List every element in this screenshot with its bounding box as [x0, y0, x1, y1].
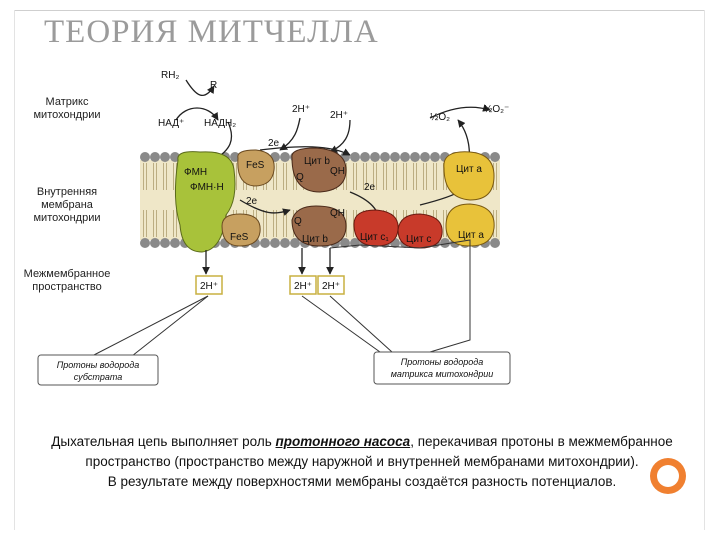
label-q-top: Q — [296, 172, 304, 183]
label-nad-plus: НАД⁺ — [158, 118, 184, 129]
proton-box-3: 2H⁺ — [322, 281, 340, 292]
complex-cyt-b-top — [291, 147, 347, 193]
caption-line2: В результате между поверхностями мембран… — [107, 474, 617, 489]
complex-fmn — [174, 151, 236, 253]
lipid-head — [140, 152, 150, 162]
leader-lines — [91, 239, 471, 357]
caption-line1-pre: Дыхательная цепь выполняет роль — [51, 434, 276, 449]
label-half-o2-minus: ½O₂⁻ — [484, 104, 509, 115]
label-fes-bottom: FeS — [230, 232, 249, 243]
label-fes-top: FeS — [246, 160, 265, 171]
complex-cyt-c — [397, 213, 443, 249]
note-matrix-line1: Протоны водорода — [401, 357, 484, 367]
label-fmn: ФМН — [184, 167, 207, 178]
proton-down-arrows — [202, 248, 334, 275]
lipid-head — [490, 152, 500, 162]
label-rh2: RH₂ — [161, 70, 179, 81]
lipid-head — [140, 238, 150, 248]
proton-box-2: 2H⁺ — [294, 281, 312, 292]
label-2h-mid: 2H⁺ — [330, 110, 348, 121]
label-2e-top: 2e — [268, 138, 280, 149]
lipid-head — [370, 152, 380, 162]
slide-frame-right — [704, 10, 705, 530]
slide-title: ТЕОРИЯ МИТЧЕЛЛА — [44, 14, 379, 50]
label-2e-left: 2e — [246, 196, 258, 207]
slide-frame-top — [14, 10, 704, 11]
label-cyt-a3: Цит a — [458, 230, 484, 241]
lipid-head — [270, 238, 280, 248]
caption: Дыхательная цепь выполняет роль протонно… — [42, 432, 682, 492]
complex-cyt-a3 — [445, 203, 495, 247]
label-nadh2: НАДН₂ — [204, 118, 236, 129]
lipid-head — [430, 152, 440, 162]
label-cyt-a: Цит a — [456, 164, 482, 175]
caption-line1-post: , перекачивая протоны в межмембранное пр… — [85, 434, 673, 469]
label-cyt-b-top: Цит b — [304, 156, 330, 167]
note-boxes — [37, 351, 511, 386]
complex-fes-bottom — [221, 213, 261, 247]
label-inner-membrane: Внутренняя мембрана митохондрии — [33, 186, 101, 224]
lipid-head — [360, 152, 370, 162]
label-r: R — [210, 80, 217, 91]
note-substrate-line2: субстрата — [74, 372, 122, 382]
complex-cyt-a — [443, 151, 495, 201]
lipid-head — [280, 238, 290, 248]
proton-boxes — [195, 275, 345, 295]
label-matrix: Матрикс митохондрии — [33, 96, 101, 121]
label-cyt-c1: Цит c₁ — [360, 232, 389, 243]
slide-frame-left — [14, 10, 15, 530]
lipid-head — [290, 238, 300, 248]
lipid-head — [150, 152, 160, 162]
lipid-head — [400, 152, 410, 162]
lipid-head — [260, 238, 270, 248]
label-half-o2: ½O₂ — [430, 112, 450, 123]
note-matrix-line2: матрикса митохондрии — [391, 369, 493, 379]
note-substrate-line1: Протоны водорода — [57, 360, 140, 370]
lipid-head — [350, 152, 360, 162]
label-cyt-c: Цит c — [406, 234, 431, 245]
lipid-head — [440, 238, 450, 248]
lipid-head — [280, 152, 290, 162]
lipid-head — [150, 238, 160, 248]
caption-emphasis: протонного насоса — [275, 434, 411, 449]
lipid-head — [490, 238, 500, 248]
lipid-head — [160, 152, 170, 162]
lipid-head — [420, 152, 430, 162]
lipid-head — [380, 152, 390, 162]
decorative-ring-inner — [657, 465, 679, 487]
complex-fes-top — [237, 149, 275, 187]
proton-box-1: 2H⁺ — [200, 281, 218, 292]
label-qh-bottom: QH — [330, 208, 345, 219]
lipid-head — [390, 152, 400, 162]
label-q-bottom: Q — [294, 216, 302, 227]
label-cyt-b-bottom: Цит b — [302, 234, 328, 245]
lipid-head — [340, 238, 350, 248]
lipid-head — [170, 238, 180, 248]
complex-cyt-b-bottom — [291, 205, 347, 247]
lipid-head — [160, 238, 170, 248]
label-2e-right: 2e — [364, 182, 376, 193]
lipid-head — [410, 152, 420, 162]
label-2h-left: 2H⁺ — [292, 104, 310, 115]
label-fmnh: ФМН·Н — [190, 182, 224, 193]
label-qh-top: QH — [330, 166, 345, 177]
label-intermembrane: Межмембранное пространство — [23, 268, 111, 293]
